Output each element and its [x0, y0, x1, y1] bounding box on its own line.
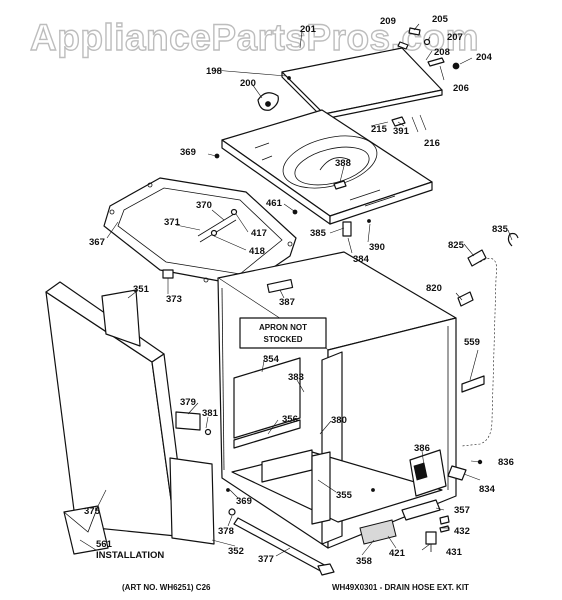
label-370: 370: [196, 200, 212, 211]
label-385: 385: [310, 228, 327, 239]
label-431: 431: [446, 547, 463, 558]
art-number: (ART NO. WH6251) C26: [122, 583, 211, 592]
watermark: AppliancePartsPros.com: [30, 17, 479, 58]
label-418: 418: [249, 246, 265, 257]
bottom-bar: [233, 517, 335, 576]
apron-note: APRON NOT STOCKED: [239, 317, 327, 349]
label-215: 215: [371, 124, 388, 135]
label-208: 208: [434, 47, 450, 58]
label-352: 352: [228, 546, 244, 557]
apron-note-line2: STOCKED: [264, 335, 303, 344]
label-375: 375: [84, 506, 101, 517]
part-labels: 201 209 205 207 208 204 206 198 200 215 …: [84, 14, 514, 567]
label-417: 417: [251, 228, 267, 239]
pump: [409, 449, 447, 497]
label-391: 391: [393, 126, 410, 137]
label-209: 209: [380, 16, 396, 27]
label-384: 384: [353, 254, 370, 265]
label-388: 388: [335, 158, 351, 169]
label-373: 373: [166, 294, 182, 305]
label-356: 356: [282, 414, 298, 425]
tub-ring: [103, 177, 297, 287]
top-cover: [221, 109, 433, 225]
drain-hose-kit: WH49X0301 - DRAIN HOSE EXT. KIT: [332, 583, 469, 592]
label-379: 379: [180, 397, 196, 408]
label-559: 559: [464, 337, 480, 348]
hinge-parts: [391, 27, 460, 133]
label-354: 354: [263, 354, 280, 365]
installation-envelope: [63, 505, 109, 555]
label-207: 207: [447, 32, 463, 43]
front-panel: [45, 281, 187, 537]
label-358: 358: [356, 556, 372, 567]
apron-note-line1: APRON NOT: [259, 323, 307, 332]
lid-switch: [257, 92, 279, 111]
base: [231, 449, 443, 545]
label-383: 383: [288, 372, 304, 383]
label-369a: 369: [180, 147, 196, 158]
label-378: 378: [218, 526, 234, 537]
label-561: 561: [96, 539, 113, 550]
label-836: 836: [498, 457, 514, 468]
label-380: 380: [331, 415, 347, 426]
label-200: 200: [240, 78, 256, 89]
leveling-legs: [425, 515, 450, 552]
drain-hose: [447, 232, 519, 481]
label-820: 820: [426, 283, 442, 294]
label-204: 204: [476, 52, 493, 63]
label-835: 835: [492, 224, 509, 235]
label-390: 390: [369, 242, 385, 253]
lid: [281, 47, 443, 120]
label-371: 371: [164, 217, 181, 228]
label-installation: INSTALLATION: [96, 550, 164, 561]
label-386: 386: [414, 443, 430, 454]
label-421: 421: [389, 548, 406, 559]
label-834: 834: [479, 484, 496, 495]
label-355: 355: [336, 490, 353, 501]
side-panel: [169, 411, 236, 545]
label-198: 198: [206, 66, 222, 77]
label-369b: 369: [236, 496, 252, 507]
label-825: 825: [448, 240, 465, 251]
label-381: 381: [202, 408, 219, 419]
label-461: 461: [266, 198, 283, 209]
label-216: 216: [424, 138, 440, 149]
label-351: 351: [133, 284, 150, 295]
label-367: 367: [89, 237, 105, 248]
label-432: 432: [454, 526, 470, 537]
label-206: 206: [453, 83, 469, 94]
clips: [162, 153, 371, 279]
leader-lines: [79, 23, 513, 557]
label-377: 377: [258, 554, 274, 565]
label-205: 205: [432, 14, 449, 25]
label-387: 387: [279, 297, 295, 308]
label-357: 357: [454, 505, 470, 516]
label-201: 201: [300, 24, 317, 35]
